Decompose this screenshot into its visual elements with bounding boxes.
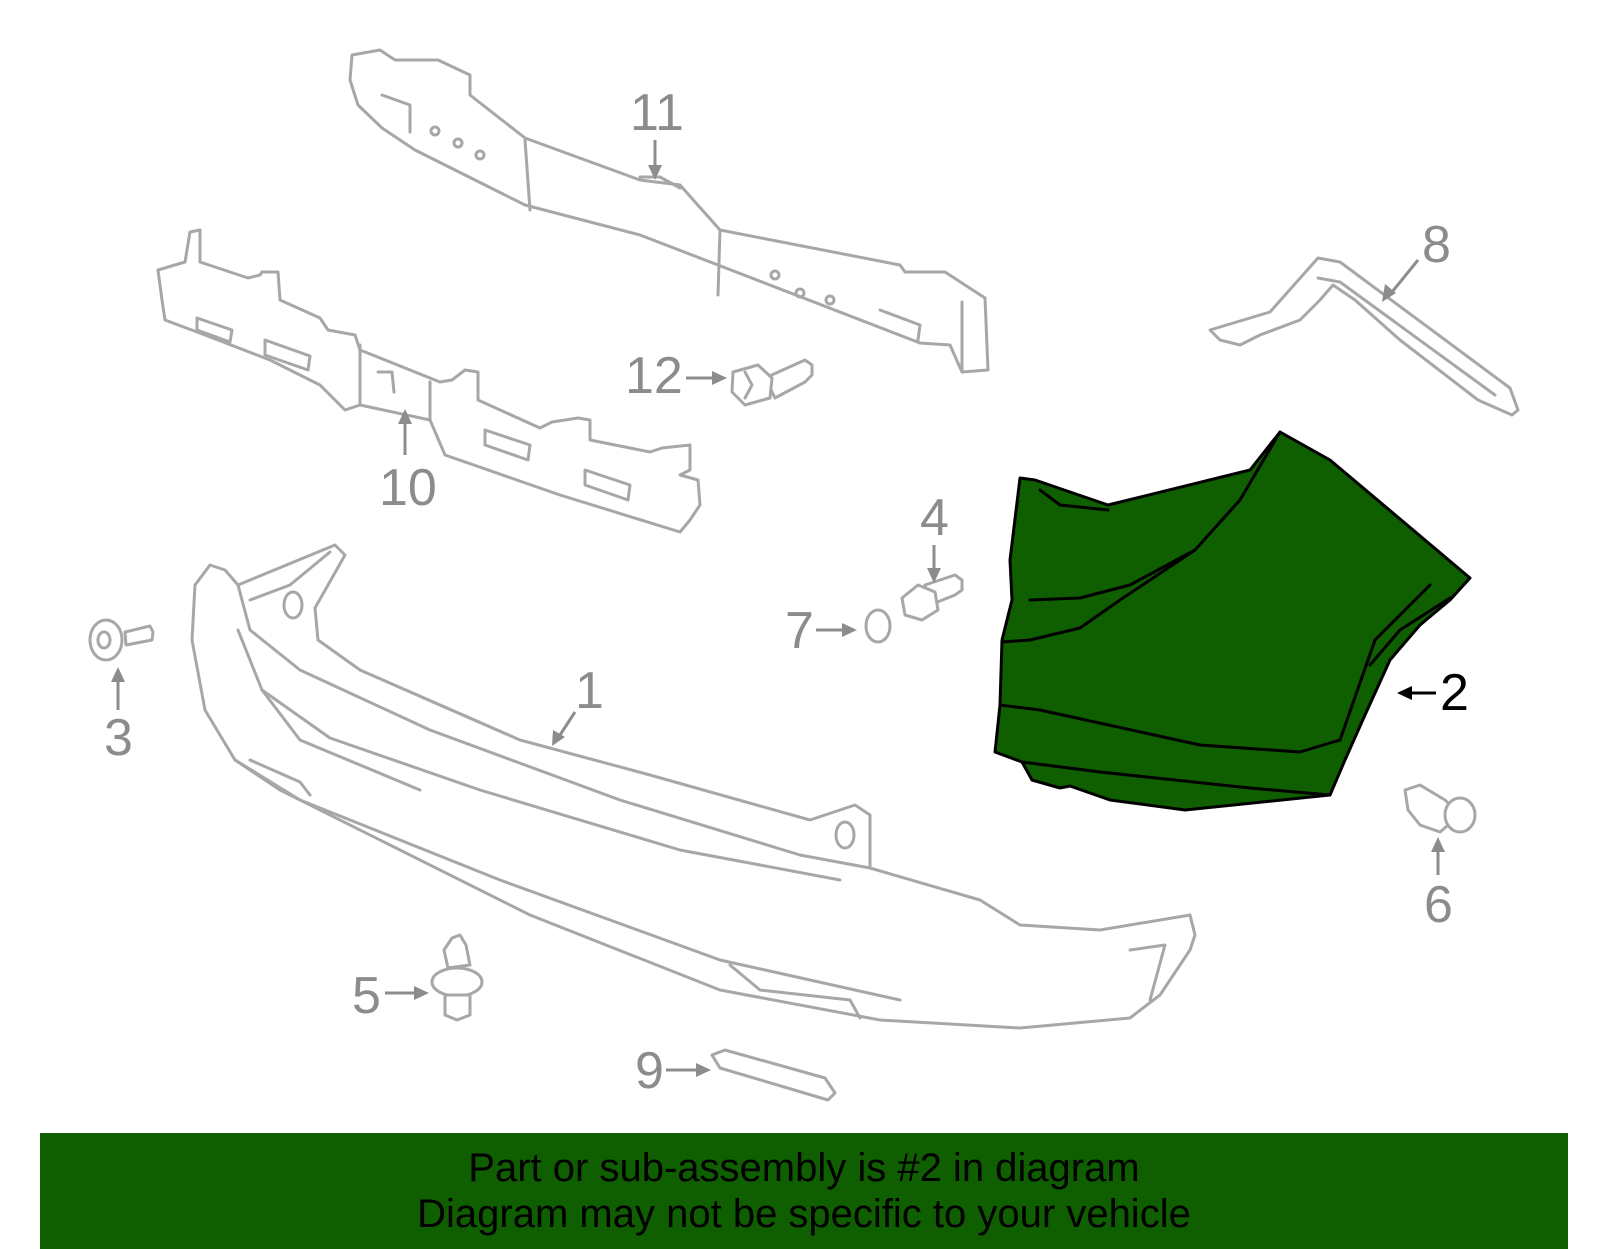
svg-text:5: 5 [352,967,381,1025]
svg-text:4: 4 [920,489,949,547]
svg-text:9: 9 [635,1042,664,1100]
part-10-energy-absorber [156,228,702,534]
part-12-bolt [730,358,814,407]
callout-7: 7 [785,602,857,660]
part-3-screw [88,618,155,662]
callout-1: 1 [552,662,604,746]
callout-9: 9 [635,1042,711,1100]
svg-text:12: 12 [625,347,683,405]
part-1-bumper-cover [190,543,1197,1030]
svg-text:2: 2 [1440,664,1469,722]
banner-line-part-number: Part or sub-assembly is #2 in diagram [468,1146,1140,1190]
callout-6: 6 [1424,837,1453,934]
part-4-bolt [900,573,964,622]
part-8-bracket [1208,256,1520,417]
svg-text:7: 7 [785,602,814,660]
svg-text:10: 10 [379,459,437,517]
svg-text:1: 1 [575,662,604,720]
svg-text:11: 11 [630,84,684,142]
callout-12: 12 [625,347,727,405]
part-7-grommet [864,608,892,644]
svg-text:3: 3 [104,709,133,767]
part-5-push-clip [430,933,484,1022]
svg-text:8: 8 [1422,216,1451,274]
callout-8: 8 [1382,216,1451,302]
part-6-push-clip [1403,783,1477,834]
callout-3: 3 [104,667,133,767]
callout-11: 11 [630,84,684,180]
callout-10: 10 [379,409,437,517]
callout-2: 2 [1397,664,1469,722]
part-9-reflector [710,1048,837,1102]
svg-text:6: 6 [1424,876,1453,934]
callout-4: 4 [920,489,949,583]
part-11-reinforcement-beam [348,48,990,374]
callout-5: 5 [352,967,429,1025]
banner-line-disclaimer: Diagram may not be specific to your vehi… [417,1192,1191,1236]
part-info-banner: Part or sub-assembly is #2 in diagram Di… [40,1133,1568,1249]
part-2-bumper-end-cap [993,430,1472,812]
